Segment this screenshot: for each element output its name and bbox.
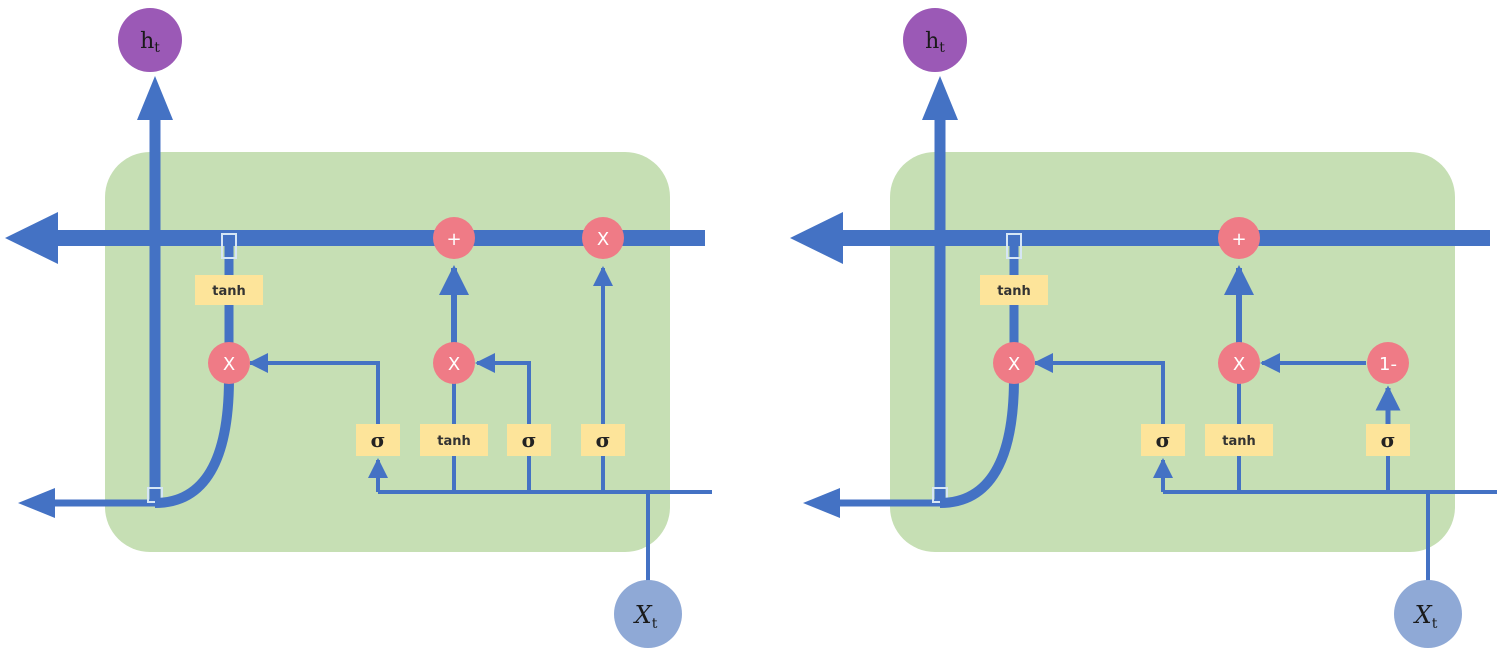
right-output-arrowhead	[922, 76, 958, 120]
left-plus-label: +	[446, 229, 461, 250]
left-tanh-branch-tap	[221, 233, 237, 259]
svg-text:ht: ht	[140, 29, 160, 56]
right-tanh-top-gate: tanh	[980, 275, 1048, 305]
left-output-symbol: h	[140, 29, 154, 54]
right-output-symbol: h	[925, 29, 939, 54]
left-hidden-arrowhead	[18, 488, 55, 518]
right-input-node: Xt	[1394, 580, 1462, 648]
left-cell: + X X X tanh σ tanh σ	[5, 8, 712, 648]
left-tanh-mid-gate: tanh	[420, 424, 488, 456]
right-cell: + X X 1- tanh σ tanh σ	[790, 8, 1497, 648]
left-sigma2-gate: σ	[507, 424, 551, 456]
left-mult-left-label: X	[223, 354, 235, 375]
right-tanh-branch-tap	[1006, 233, 1022, 259]
left-sigma3-label: σ	[596, 428, 611, 452]
left-tanh-top-gate: tanh	[195, 275, 263, 305]
left-output-node: ht	[118, 8, 182, 72]
left-input-symbol: X	[633, 601, 653, 629]
right-output-subscript: t	[939, 40, 945, 56]
svg-text:Xt: Xt	[633, 601, 658, 632]
svg-text:ht: ht	[925, 29, 945, 56]
right-sigma1-label: σ	[1156, 428, 1171, 452]
right-one-minus-label: 1-	[1379, 354, 1397, 375]
left-mult-top-op: X	[582, 217, 624, 259]
right-sigma2-label: σ	[1381, 428, 1396, 452]
left-mult-mid-label: X	[448, 354, 460, 375]
right-one-minus-op: 1-	[1367, 342, 1409, 384]
right-mult-left-op: X	[993, 342, 1035, 384]
left-curve-to-hidden	[154, 377, 234, 508]
left-input-subscript: t	[652, 616, 658, 632]
left-sigma2-to-mult	[475, 353, 531, 424]
right-plus-label: +	[1231, 229, 1246, 250]
right-sigma2-gate: σ	[1366, 424, 1410, 456]
left-mult-top-label: X	[597, 229, 609, 250]
right-cell-state-arrowhead	[790, 212, 843, 264]
left-sigma3-gate: σ	[581, 424, 625, 456]
right-sigma1-gate: σ	[1141, 424, 1185, 456]
right-plus-op: +	[1218, 217, 1260, 259]
left-sigma1-gate: σ	[356, 424, 400, 456]
right-hidden-arrowhead	[803, 488, 840, 518]
right-mult-mid-label: X	[1233, 354, 1245, 375]
left-output-arrowhead	[137, 76, 173, 120]
right-mult-left-label: X	[1008, 354, 1020, 375]
right-sigma1-to-mult	[1033, 353, 1165, 425]
left-tanh-top-label: tanh	[212, 284, 246, 299]
right-cell-body	[890, 152, 1455, 552]
right-input-symbol: X	[1413, 601, 1433, 629]
left-mult-mid-op: X	[433, 342, 475, 384]
right-curve-to-hidden	[939, 377, 1019, 508]
right-tanh-mid-label: tanh	[1222, 434, 1256, 449]
right-input-subscript: t	[1432, 616, 1438, 632]
left-output-subscript: t	[154, 40, 160, 56]
left-cell-state-arrowhead	[5, 212, 58, 264]
left-sigma1-label: σ	[371, 428, 386, 452]
left-input-node: Xt	[614, 580, 682, 648]
right-tanh-top-label: tanh	[997, 284, 1031, 299]
right-mult-mid-op: X	[1218, 342, 1260, 384]
right-tanh-mid-gate: tanh	[1205, 424, 1273, 456]
left-plus-op: +	[433, 217, 475, 259]
left-sigma1-to-mult	[248, 353, 380, 425]
left-sigma2-label: σ	[522, 428, 537, 452]
svg-text:Xt: Xt	[1413, 601, 1438, 632]
left-mult-left-op: X	[208, 342, 250, 384]
right-output-node: ht	[903, 8, 967, 72]
left-tanh-mid-label: tanh	[437, 434, 471, 449]
